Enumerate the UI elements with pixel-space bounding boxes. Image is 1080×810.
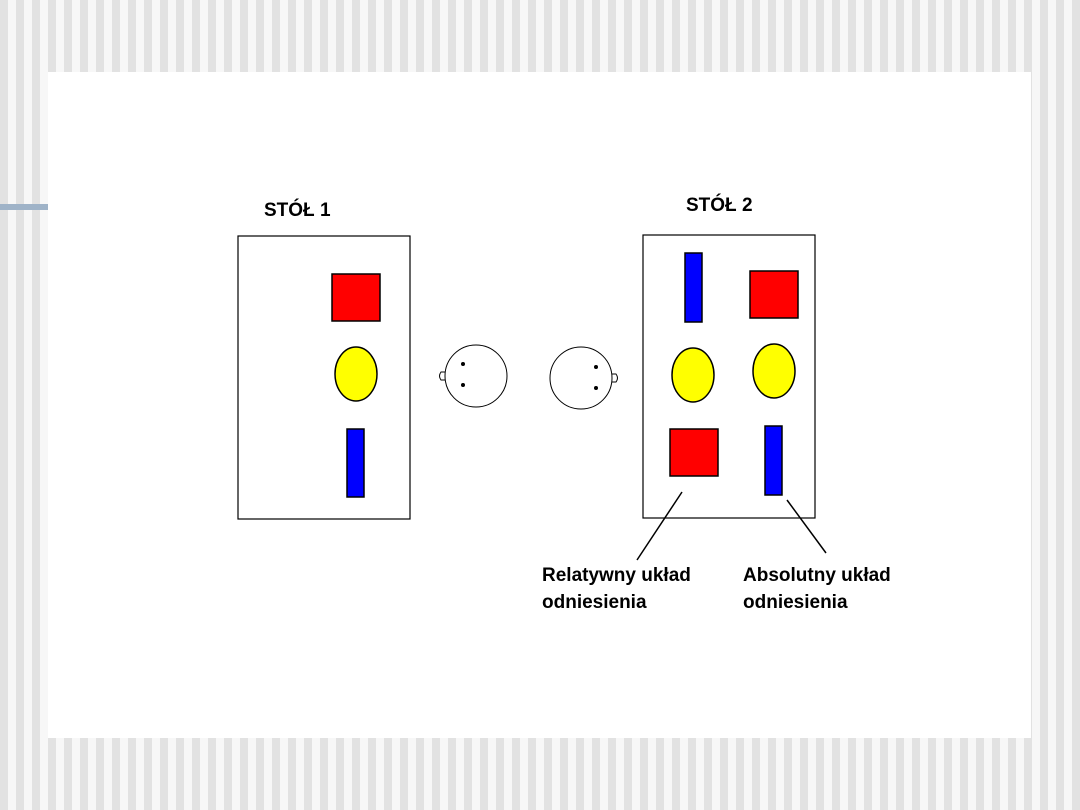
absolute-frame-label: Absolutny układ odniesienia — [743, 562, 891, 616]
relative-frame-label: Relatywny układ odniesienia — [542, 562, 691, 616]
table1-title: STÓŁ 1 — [264, 200, 331, 221]
content-panel — [48, 72, 1031, 738]
accent-line — [0, 204, 48, 210]
table1-red-square — [331, 273, 381, 322]
observer-right-icon — [549, 346, 618, 410]
table1-frame — [237, 235, 411, 520]
table2-title: STÓŁ 2 — [686, 195, 753, 216]
table2-relative-blue-bar — [684, 252, 703, 323]
table1-yellow-ellipse — [334, 346, 378, 402]
relative-frame-label-line1: Relatywny układ — [542, 565, 691, 586]
table2-absolute-red-square — [749, 270, 799, 319]
observer-left-icon — [439, 344, 508, 408]
absolute-pointer-line — [786, 499, 827, 554]
absolute-frame-label-line2: odniesienia — [743, 592, 848, 613]
table1-blue-bar — [346, 428, 365, 498]
absolute-frame-label-line1: Absolutny układ — [743, 565, 891, 586]
table2-relative-yellow-ellipse — [671, 347, 715, 403]
table2-absolute-yellow-ellipse — [752, 343, 796, 399]
table2-relative-red-square — [669, 428, 719, 477]
relative-frame-label-line2: odniesienia — [542, 592, 647, 613]
table2-absolute-blue-bar — [764, 425, 783, 496]
relative-pointer-line — [636, 491, 683, 561]
